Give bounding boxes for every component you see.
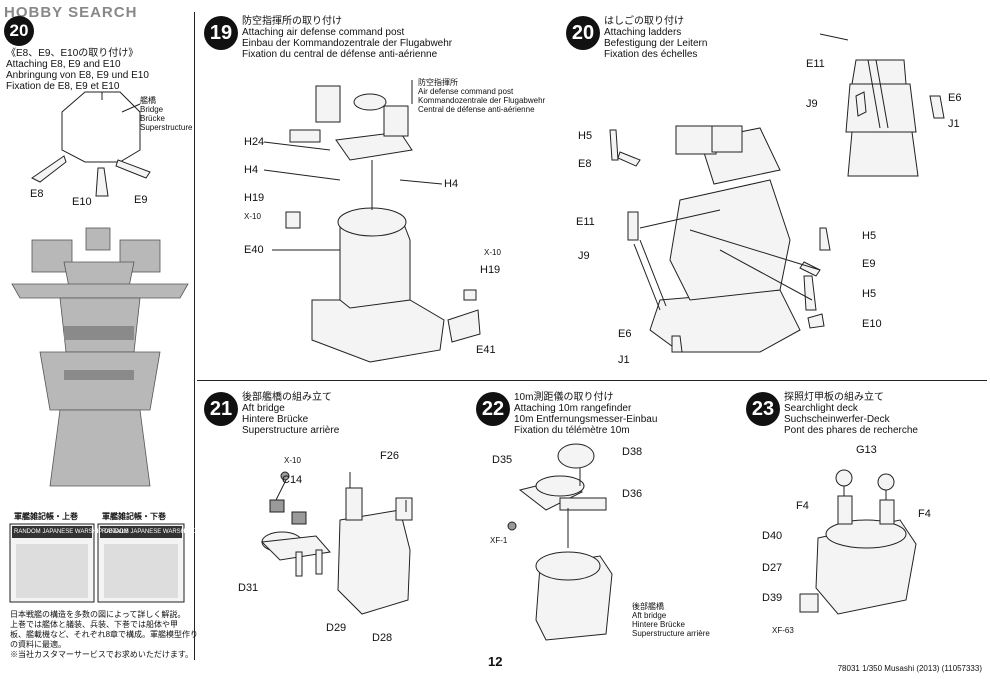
step-title: 10m測距儀の取り付け Attaching 10m rangefinder 10… [514, 392, 658, 436]
label-e10: E10 [862, 318, 882, 330]
label-h19: H19 [244, 192, 265, 204]
book-cover-text-2: RANDOM JAPANESE WARSHIP DETAILS [102, 529, 217, 535]
label-c14: C14 [282, 474, 303, 486]
step-title: 《E8、E9、E10の取り付け》 Attaching E8, E9 and E1… [6, 48, 149, 92]
label-j9: J9 [578, 250, 590, 262]
callout-air-defense: 防空指揮所 Air defense command post Kommandoz… [418, 78, 546, 114]
label-h4: H4 [444, 178, 459, 190]
step-number: 23 [746, 392, 780, 426]
label-j1: J1 [618, 354, 630, 366]
bridge-outline-diagram [31, 91, 151, 197]
book-covers [9, 523, 185, 603]
bridge-callout: 艦橋 Bridge Brücke Superstructure [140, 96, 193, 132]
label-x10: X-10 [244, 212, 261, 221]
step22-drawing [507, 443, 613, 641]
label-d31: D31 [238, 582, 259, 594]
label-e8: E8 [578, 158, 592, 170]
horizontal-divider [197, 380, 987, 381]
step-number: 20 [566, 16, 600, 50]
step-number: 19 [204, 16, 238, 50]
title-fr: Fixation de E8, E9 et E10 [6, 81, 120, 92]
label-e9: E9 [134, 194, 148, 206]
inset-label-e6: E6 [948, 92, 962, 104]
label-e8: E8 [30, 188, 44, 200]
inset-label-j9: J9 [806, 98, 818, 110]
label-d40: D40 [762, 530, 783, 542]
title-en: Attaching E8, E9 and E10 [6, 59, 121, 70]
inset-label-j1: J1 [948, 118, 960, 130]
label-d38: D38 [622, 446, 643, 458]
step21-drawing [260, 471, 413, 615]
label-x10: X-10 [284, 456, 301, 465]
label-x10: X-10 [484, 248, 501, 257]
label-h19: H19 [480, 264, 501, 276]
label-e40: E40 [244, 244, 264, 256]
page-number: 12 [488, 654, 503, 669]
step-title: はしごの取り付け Attaching ladders Befestigung d… [604, 16, 708, 60]
label-h5: H5 [862, 288, 877, 300]
label-e6: E6 [618, 328, 632, 340]
label-e10: E10 [72, 196, 92, 208]
bridge-photo [10, 227, 189, 488]
product-code: 78031 1/350 Musashi (2013) (11057333) [837, 664, 982, 673]
label-d36: D36 [622, 488, 643, 500]
label-e11: E11 [576, 216, 595, 228]
label-f4: F4 [918, 508, 931, 520]
step19-drawing [263, 80, 481, 363]
step-number: 21 [204, 392, 238, 426]
book-title-1: 軍艦雑記帳・上巻 [14, 512, 78, 521]
label-g13: G13 [856, 444, 877, 456]
step-number: 22 [476, 392, 510, 426]
watermark: HOBBY SEARCH [4, 4, 138, 21]
book-cover-text-1: RANDOM JAPANESE WARSHIP DETAILS [14, 529, 129, 535]
label-d39: D39 [762, 592, 783, 604]
label-e9: E9 [862, 258, 876, 270]
label-d29: D29 [326, 622, 347, 634]
step20b-inset [819, 33, 945, 177]
callout-aft-bridge: 後部艦橋 Aft bridge Hintere Brücke Superstru… [632, 602, 710, 638]
step20b-drawing [609, 125, 831, 353]
label-h24: H24 [244, 136, 265, 148]
step-title: 後部艦橋の組み立て Aft bridge Hintere Brücke Supe… [242, 392, 340, 436]
label-e41: E41 [476, 344, 496, 356]
label-h5: H5 [862, 230, 877, 242]
inset-label-e11: E11 [806, 58, 825, 70]
label-f4: F4 [796, 500, 809, 512]
label-d28: D28 [372, 632, 393, 644]
label-h4: H4 [244, 164, 259, 176]
step23-drawing [799, 469, 917, 615]
label-d35: D35 [492, 454, 513, 466]
title-de: Anbringung von E8, E9 und E10 [6, 70, 149, 81]
step-number: 20 [4, 16, 34, 46]
label-xf63: XF-63 [772, 626, 794, 635]
book-title-2: 軍艦雑記帳・下巻 [102, 512, 166, 521]
label-h5: H5 [578, 130, 593, 142]
label-d27: D27 [762, 562, 783, 574]
book-description: 日本戦艦の構造を多数の図によって詳しく解説。 上巻では艦体と艤装、兵装、下巻では… [10, 610, 199, 659]
step-title: 探照灯甲板の組み立て Searchlight deck Suchscheinwe… [784, 392, 918, 436]
label-xf1: XF-1 [490, 536, 508, 545]
label-f26: F26 [380, 450, 399, 462]
step-title: 防空指揮所の取り付け Attaching air defense command… [242, 16, 453, 60]
vertical-divider [194, 12, 195, 660]
title-jp: 《E8、E9、E10の取り付け》 [6, 48, 139, 59]
